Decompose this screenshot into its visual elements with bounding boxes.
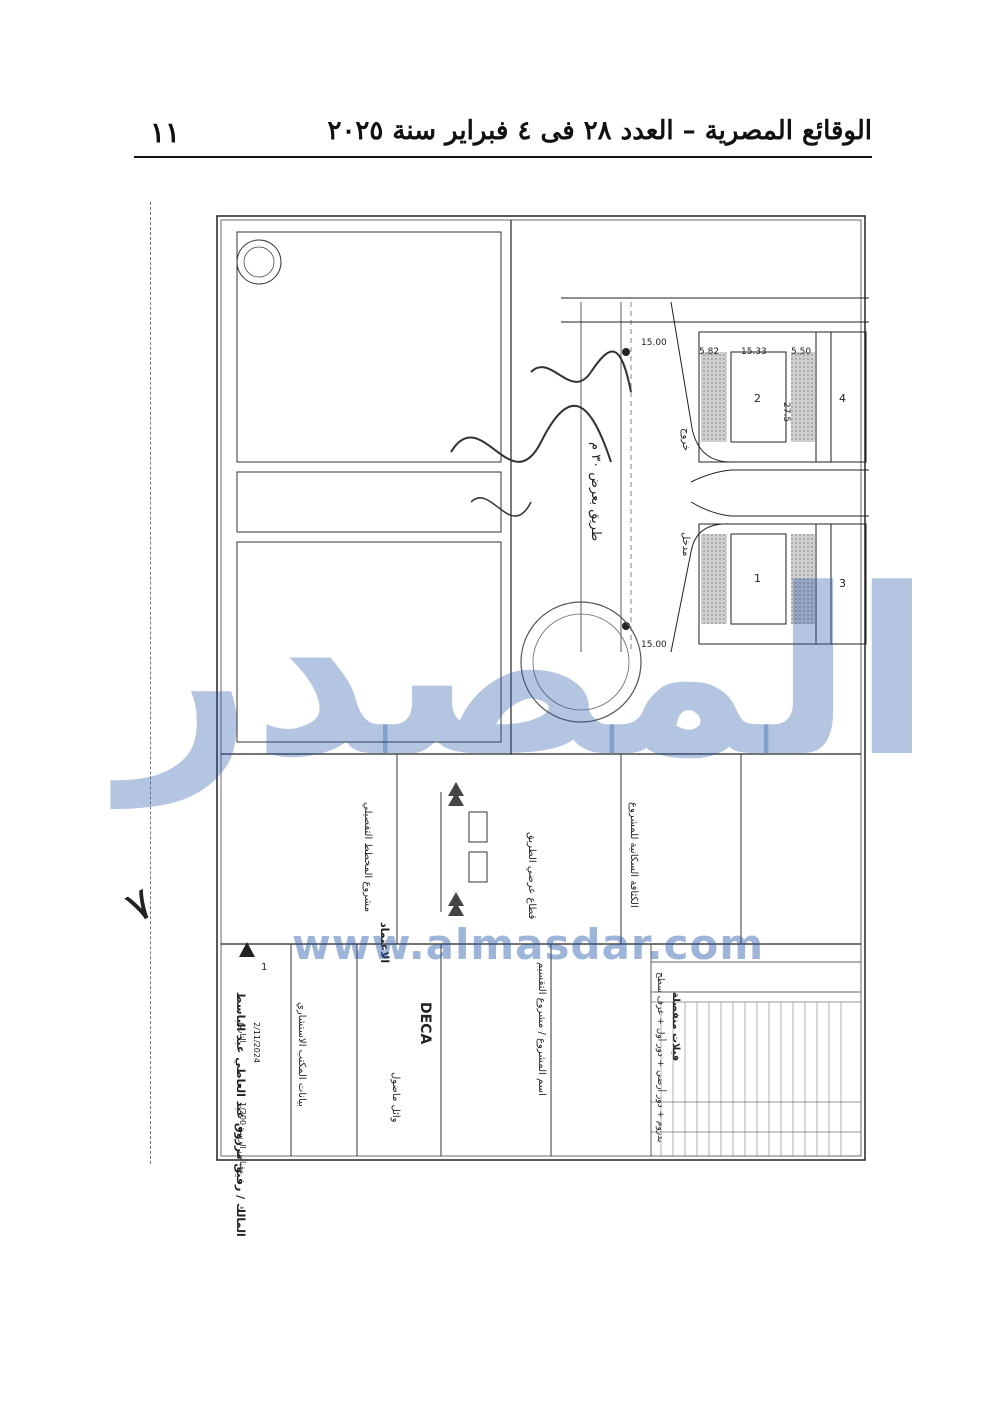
villas-floors: بدروم + دور أرضي + دور أول + غرف سطح [655, 972, 665, 1143]
scale-label: مقياس الرسم 1/200 [238, 1102, 247, 1175]
project-label: اسم المشروع / مشروع التقسيم [536, 962, 547, 1096]
dimension-5-82: 5.82 [699, 347, 720, 357]
date-label: التاريخ [238, 1022, 247, 1043]
office-sub: وائل ماضول [390, 1072, 401, 1123]
site-plan-drawing: طريق بعرض ٣٠ م مدخل خروج 1 2 3 4 15.00 1… [150, 202, 869, 1237]
approvals-title: الاعتماد [378, 922, 391, 964]
date-value: 2/11/2024 [252, 1022, 261, 1064]
sheet-number: 1 [261, 962, 268, 973]
page-header: ١١ الوقائع المصرية – العدد ٢٨ فى ٤ فبراي… [134, 108, 872, 158]
parcel-2-label: 2 [754, 392, 761, 405]
entrance-label: مدخل [680, 532, 691, 557]
parcel-4-label: 4 [839, 392, 846, 405]
road-label: طريق بعرض ٣٠ م [588, 442, 603, 542]
page-number: ١١ [150, 116, 181, 149]
dimension-15: 15.00 [641, 338, 667, 348]
dimension-15-33: 15.33 [741, 347, 767, 357]
office-label: بيانات المكتب الاستشاري [296, 1002, 307, 1107]
approvals-note: مشروع المخطط التفصيلي [362, 802, 373, 912]
parcel-1-label: 1 [754, 572, 761, 585]
population-title: الكثافة السكانية للمشروع [628, 802, 639, 908]
parcel-3-label: 3 [839, 577, 846, 590]
dimension-27-5: 27.5 [781, 402, 791, 423]
exit-label: خروج [680, 428, 691, 451]
office-name: DECA [417, 1002, 433, 1045]
dimension-5-50: 5.50 [791, 347, 812, 357]
gazette-title: الوقائع المصرية – العدد ٢٨ فى ٤ فبراير س… [327, 116, 873, 146]
plan-linework [216, 215, 869, 1161]
sector-title: قطاع عرضي الطريق [526, 832, 537, 920]
dimension-15-bottom: 15.00 [641, 640, 667, 650]
villas-title: فيلات منفصلة [670, 992, 681, 1062]
